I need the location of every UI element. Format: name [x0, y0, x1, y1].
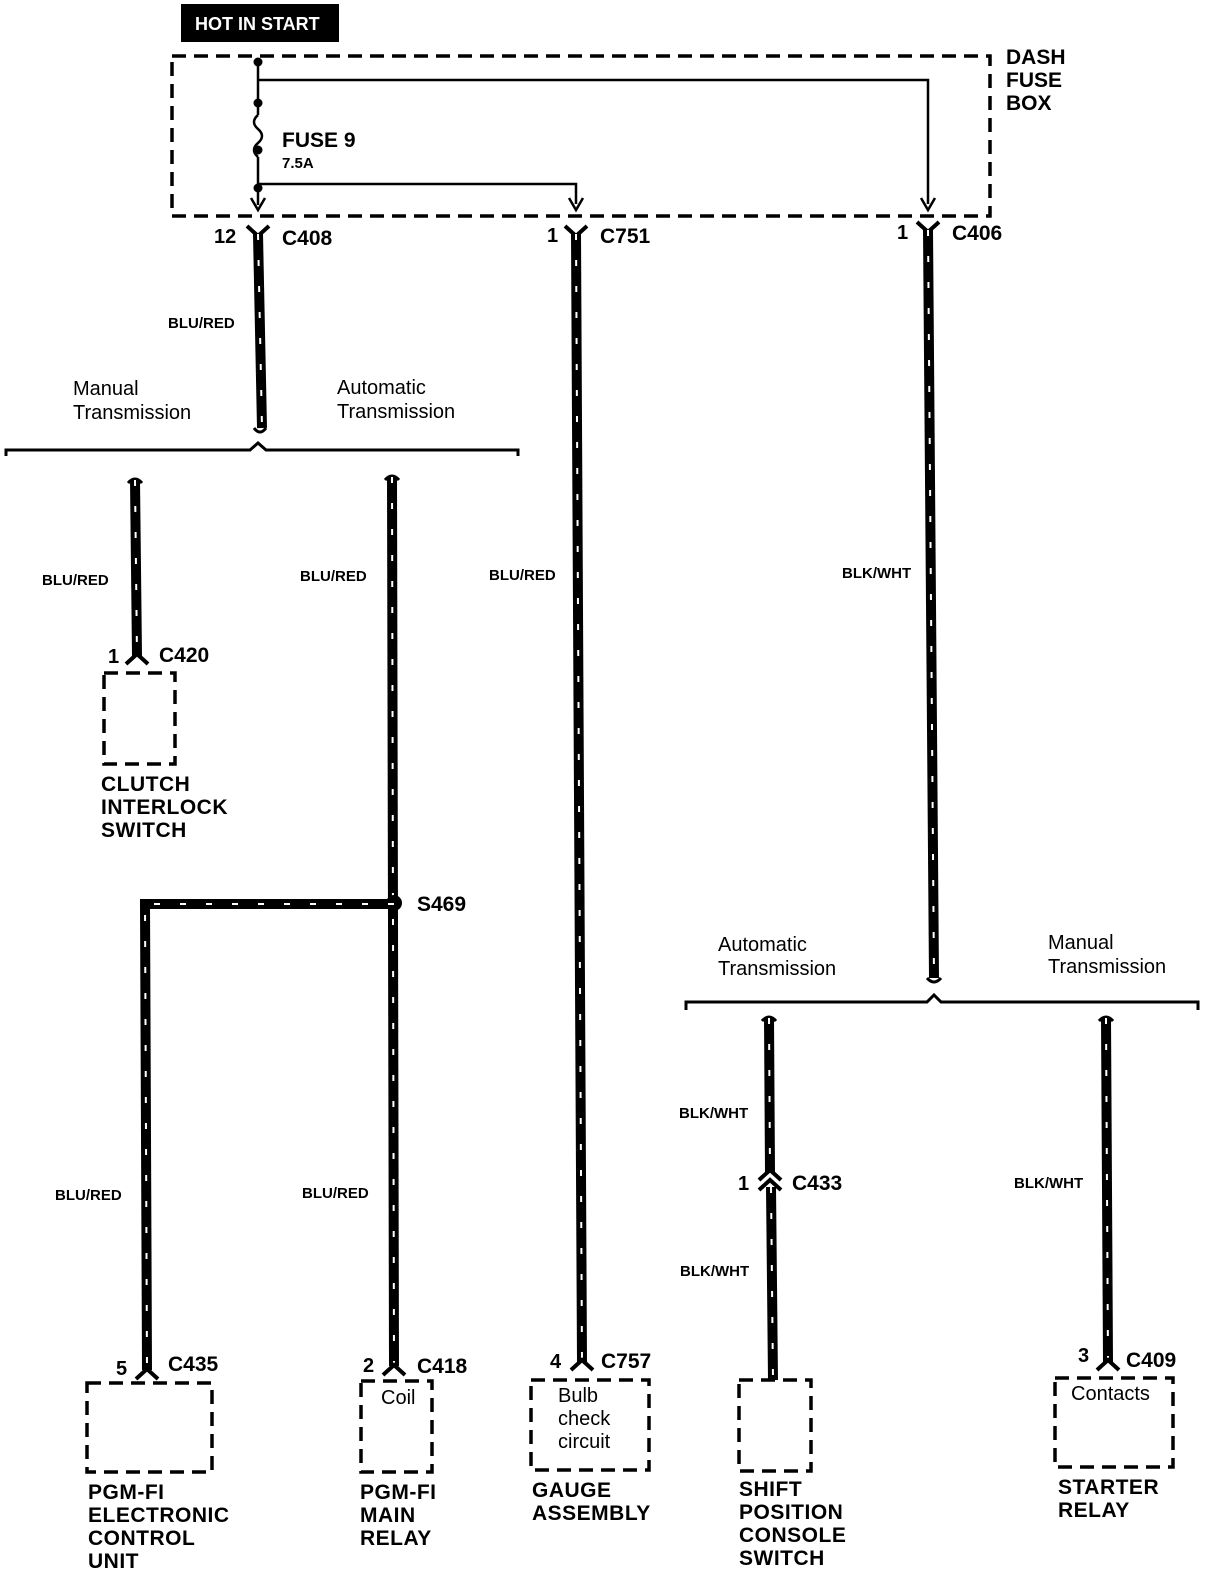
c757-pin: 4 — [550, 1351, 562, 1373]
clutch-label-1: CLUTCH — [101, 773, 190, 796]
connector-c418: 2 C418 — [363, 1355, 468, 1378]
connector-c751: 1 C751 — [547, 224, 651, 248]
branch-bus-left: Manual Transmission Automatic Transmissi… — [4, 377, 520, 456]
wire-color-pgm-ecu: BLU/RED — [55, 1187, 122, 1204]
c420-label: C420 — [159, 644, 209, 667]
wire-starter: BLK/WHT 3 C409 — [1014, 1015, 1176, 1372]
wire-color-shift-upper: BLK/WHT — [679, 1105, 748, 1122]
wire-color-main-relay: BLU/RED — [302, 1185, 369, 1202]
gauge-label-2: ASSEMBLY — [532, 1502, 651, 1525]
wire-auto-left: BLU/RED BLU/RED — [300, 474, 401, 1367]
gauge-label-1: GAUGE — [532, 1479, 612, 1502]
branch-bus-right: Automatic Transmission Manual Transmissi… — [684, 932, 1200, 1010]
fuse-box-label-line1: DASH — [1006, 46, 1066, 69]
c757-label: C757 — [601, 1350, 651, 1373]
header-tag — [181, 4, 339, 42]
wire-color-c408-out: BLU/RED — [168, 315, 235, 332]
c433-label: C433 — [792, 1172, 842, 1195]
c418-pin: 2 — [363, 1355, 374, 1377]
fuse-box-label-line2: FUSE — [1006, 69, 1062, 92]
c420-pin: 1 — [108, 646, 119, 668]
c751-pin: 1 — [547, 225, 558, 247]
wire-color-gauge: BLU/RED — [489, 567, 556, 584]
branch-arrow-right — [925, 976, 943, 984]
branch-left-manual-1: Manual — [73, 378, 139, 400]
ecu-label-3: CONTROL — [88, 1527, 195, 1550]
starter-label-2: RELAY — [1058, 1499, 1130, 1522]
gauge-internal-2: check — [558, 1408, 611, 1430]
fuse-box-label-line3: BOX — [1006, 92, 1052, 115]
connector-c408: 12 C408 — [214, 224, 333, 250]
clutch-label-3: SWITCH — [101, 819, 187, 842]
gauge-assembly: Bulb check circuit GAUGE ASSEMBLY — [529, 1378, 651, 1525]
starter-relay: Contacts STARTER RELAY — [1053, 1376, 1175, 1522]
branch-arrow-left — [252, 427, 268, 434]
main-relay-label-1: PGM-FI — [360, 1481, 437, 1504]
pgm-fi-main-relay: Coil PGM-FI MAIN RELAY — [359, 1379, 437, 1550]
fuse-rating: 7.5A — [282, 155, 314, 172]
c406-pin: 1 — [897, 222, 908, 244]
shift-label-2: POSITION — [739, 1501, 843, 1524]
starter-contacts: Contacts — [1071, 1383, 1150, 1405]
shift-label-4: SWITCH — [739, 1547, 825, 1570]
c408-pin: 12 — [214, 226, 236, 248]
c418-label: C418 — [417, 1355, 468, 1378]
wire-gauge: BLU/RED 4 C757 — [489, 233, 651, 1373]
branch-left-auto-1: Automatic — [337, 377, 426, 399]
clutch-label-2: INTERLOCK — [101, 796, 228, 819]
branch-left-auto-2: Transmission — [337, 401, 455, 423]
shift-label-3: CONSOLE — [739, 1524, 846, 1547]
c406-label: C406 — [952, 222, 1002, 245]
wire-color-starter: BLK/WHT — [1014, 1175, 1083, 1192]
connector-c406: 1 C406 — [897, 220, 1002, 245]
dash-fuse-box: DASH FUSE BOX — [170, 46, 1066, 218]
shift-position-console-switch: SHIFT POSITION CONSOLE SWITCH — [737, 1378, 846, 1570]
fuse-9: FUSE 9 7.5A — [249, 57, 937, 213]
branch-right-manual-2: Transmission — [1048, 956, 1166, 978]
wire-c408-out: BLU/RED — [168, 233, 267, 429]
wire-clutch: BLU/RED 1 C420 — [42, 477, 209, 668]
splice-s469: S469 — [386, 893, 466, 916]
wire-c406-out: BLK/WHT — [842, 229, 939, 979]
c409-label: C409 — [1126, 1349, 1176, 1372]
gauge-internal-1: Bulb — [558, 1385, 598, 1407]
wire-color-auto-left: BLU/RED — [300, 568, 367, 585]
main-relay-label-2: MAIN — [360, 1504, 416, 1527]
shift-label-1: SHIFT — [739, 1478, 802, 1501]
wire-color-shift-lower: BLK/WHT — [680, 1263, 749, 1280]
s469-label: S469 — [417, 893, 466, 916]
c435-pin: 5 — [116, 1358, 127, 1380]
wire-color-clutch: BLU/RED — [42, 572, 109, 589]
main-relay-coil: Coil — [381, 1387, 415, 1409]
pgm-fi-ecu: PGM-FI ELECTRONIC CONTROL UNIT — [85, 1381, 230, 1573]
c433-pin: 1 — [738, 1173, 749, 1195]
branch-left-manual-2: Transmission — [73, 402, 191, 424]
ecu-label-1: PGM-FI — [88, 1481, 165, 1504]
c751-label: C751 — [600, 225, 651, 248]
header-title: HOT IN START — [195, 14, 320, 34]
ecu-label-2: ELECTRONIC — [88, 1504, 230, 1527]
fuse-name: FUSE 9 — [282, 129, 356, 152]
branch-right-manual-1: Manual — [1048, 932, 1114, 954]
c435-label: C435 — [168, 1353, 219, 1376]
c409-pin: 3 — [1078, 1345, 1089, 1367]
main-relay-label-3: RELAY — [360, 1527, 432, 1550]
gauge-internal-3: circuit — [558, 1431, 611, 1453]
wire-pgm-ecu: BLU/RED 5 C435 — [55, 899, 394, 1381]
branch-right-auto-1: Automatic — [718, 934, 807, 956]
branch-right-auto-2: Transmission — [718, 958, 836, 980]
clutch-interlock-switch: CLUTCH INTERLOCK SWITCH — [101, 671, 228, 842]
c408-label: C408 — [282, 227, 333, 250]
ecu-label-4: UNIT — [88, 1550, 139, 1573]
wire-shift: BLK/WHT BLK/WHT 1 C433 — [679, 1015, 842, 1381]
starter-label-1: STARTER — [1058, 1476, 1159, 1499]
wire-color-c406-out: BLK/WHT — [842, 565, 911, 582]
